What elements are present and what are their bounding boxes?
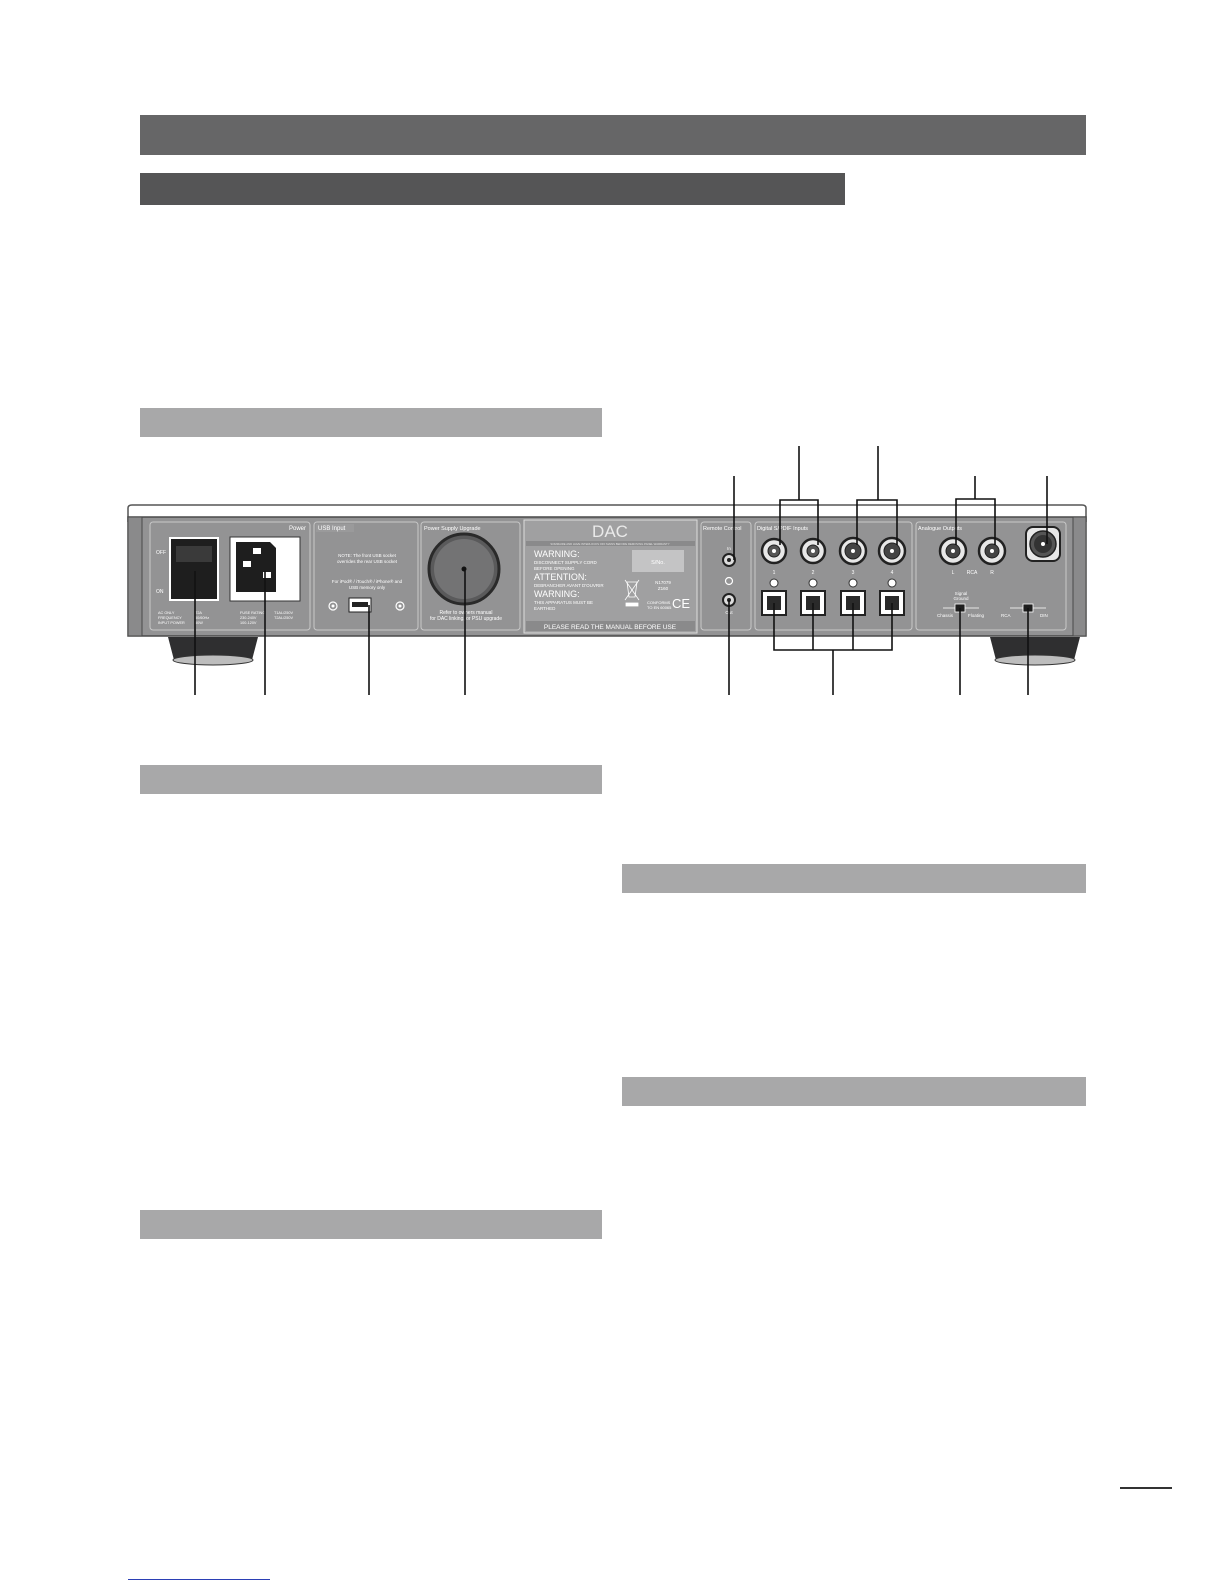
coaxial-input-1[interactable] — [760, 537, 788, 565]
bnc-input-4[interactable] — [877, 536, 907, 566]
svg-text:N17079: N17079 — [655, 580, 671, 585]
power-off-label: OFF — [156, 550, 166, 556]
power-section-title: Power — [289, 526, 306, 532]
power-section: Power OFF ON AC ONLY FREQUENCY INPUT POW… — [149, 521, 311, 631]
svg-text:Floating: Floating — [968, 613, 985, 618]
svg-text:L: L — [952, 570, 955, 576]
weee-bin-icon — [624, 579, 640, 607]
svg-text:50/60Hz: 50/60Hz — [195, 616, 209, 620]
svg-text:1: 1 — [773, 570, 776, 576]
svg-text:100-120V: 100-120V — [240, 621, 257, 625]
svg-text:2: 2 — [812, 570, 815, 576]
svg-text:50W: 50W — [195, 621, 203, 625]
svg-text:FREQUENCY: FREQUENCY — [158, 616, 182, 620]
svg-text:For iPod® / iTouch® / iPhone®: For iPod® / iTouch® / iPhone® and — [332, 578, 403, 584]
svg-text:Z160: Z160 — [658, 586, 669, 591]
svg-text:DISCONNECT SUPPLY CORD: DISCONNECT SUPPLY CORD — [534, 560, 598, 565]
svg-text:TO EN 60065: TO EN 60065 — [647, 605, 672, 610]
svg-text:USB memory only: USB memory only — [349, 585, 386, 590]
subsection-bar-rear-panel — [140, 408, 602, 437]
usb-section: USB Input NOTE: The front USB socket ove… — [313, 521, 419, 631]
rear-panel-diagram: Power OFF ON AC ONLY FREQUENCY INPUT POW… — [127, 446, 1087, 695]
svg-text:BEFORE OPENING: BEFORE OPENING — [534, 566, 575, 571]
left-foot — [168, 637, 258, 666]
svg-text:INPUT POWER: INPUT POWER — [158, 621, 185, 625]
svg-text:Ground: Ground — [953, 596, 969, 601]
svg-text:Refer to owners manual: Refer to owners manual — [439, 610, 492, 616]
right-foot — [990, 637, 1080, 666]
svg-text:T2AL/250V: T2AL/250V — [274, 616, 293, 620]
svg-text:Chassis: Chassis — [937, 613, 954, 618]
svg-text:3: 3 — [852, 570, 855, 576]
footer-link-line — [128, 1579, 270, 1580]
subsection-bar-right-2 — [622, 1077, 1086, 1106]
svg-text:S/No.: S/No. — [651, 560, 665, 566]
svg-text:T2A: T2A — [195, 611, 202, 615]
power-on-label: ON — [156, 589, 164, 595]
svg-text:FUSE RATING: FUSE RATING — [240, 611, 265, 615]
usb-section-title: USB Input — [318, 526, 346, 532]
svg-text:DIN: DIN — [1040, 613, 1048, 618]
brand-label: DAC — [592, 522, 628, 541]
subsection-bar-left-2 — [140, 1210, 602, 1239]
svg-text:4: 4 — [891, 570, 894, 576]
analogue-section-title: Analogue Outputs — [918, 526, 962, 532]
subsection-bar-right-1 — [622, 864, 1086, 893]
warning2-heading: WARNING: — [534, 589, 580, 599]
coaxial-input-2[interactable] — [799, 537, 827, 565]
svg-text:for DAC linking, or PSU upgrad: for DAC linking, or PSU upgrade — [430, 616, 502, 622]
digital-section-title: Digital S/PDIF Inputs — [757, 526, 808, 532]
svg-text:T1AL/250V: T1AL/250V — [274, 611, 293, 615]
psu-section-title: Power Supply Upgrade — [424, 526, 481, 532]
chapter-title-bar — [140, 115, 1086, 155]
product-label: DAC SOMMAIRE AND HAVE INTERLOCKS OFF MAI… — [523, 519, 698, 634]
bnc-input-3[interactable] — [838, 536, 868, 566]
svg-text:SOMMAIRE AND HAVE INTERLOCKS O: SOMMAIRE AND HAVE INTERLOCKS OFF MAINS B… — [550, 542, 669, 546]
psu-upgrade-section: Power Supply Upgrade Refer to owners man… — [420, 521, 521, 631]
svg-text:CONFORMS: CONFORMS — [647, 600, 671, 605]
svg-text:EARTHED: EARTHED — [534, 606, 556, 611]
ce-mark-icon: CE — [672, 596, 690, 611]
svg-text:DEBRANCHER AVANT D'OUVRIR: DEBRANCHER AVANT D'OUVRIR — [534, 583, 604, 588]
remote-section-title: Remote Control — [703, 526, 742, 532]
manual-notice: PLEASE READ THE MANUAL BEFORE USE — [544, 624, 677, 631]
warning-heading: WARNING: — [534, 549, 580, 559]
rca-output-left[interactable] — [938, 536, 968, 566]
svg-text:overrides the rear USB socket: overrides the rear USB socket — [337, 559, 398, 564]
svg-text:THIS APPARATUS MUST BE: THIS APPARATUS MUST BE — [534, 600, 593, 605]
serial-number-box — [632, 550, 684, 572]
subsection-bar-left-1 — [140, 765, 602, 794]
page-number-rule — [1120, 1487, 1172, 1489]
svg-text:R: R — [990, 570, 994, 576]
svg-text:In: In — [727, 546, 731, 551]
rca-output-right[interactable] — [977, 536, 1007, 566]
attention-heading: ATTENTION: — [534, 572, 587, 582]
callout-lines-bottom — [194, 571, 1029, 695]
section-title-bar — [140, 173, 845, 205]
svg-text:Signal: Signal — [955, 591, 968, 596]
callout-lines-top — [733, 446, 1048, 560]
din-output-socket[interactable] — [1025, 526, 1061, 562]
svg-text:RCA: RCA — [1001, 613, 1011, 618]
svg-text:RCA: RCA — [967, 570, 978, 576]
svg-text:NOTE: The front USB socket: NOTE: The front USB socket — [338, 553, 396, 558]
svg-text:AC ONLY: AC ONLY — [158, 611, 175, 615]
svg-text:230-240V: 230-240V — [240, 616, 257, 620]
